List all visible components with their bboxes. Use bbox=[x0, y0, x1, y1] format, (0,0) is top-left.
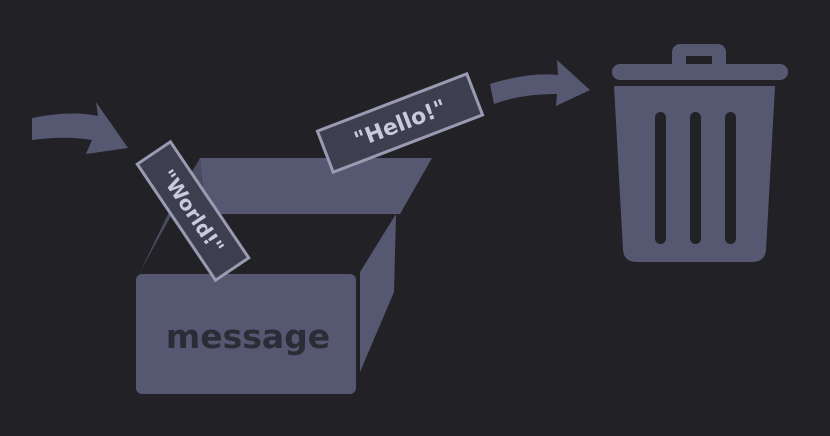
trash-lid bbox=[612, 64, 788, 80]
box-side-panel bbox=[360, 214, 396, 372]
outgoing-arrow-icon bbox=[490, 60, 590, 106]
old-value-label: "Hello!" bbox=[315, 71, 485, 175]
box-interior bbox=[140, 214, 362, 272]
new-value-tag bbox=[135, 139, 251, 283]
box-top-flap bbox=[200, 158, 432, 214]
box-front-panel bbox=[136, 274, 356, 394]
incoming-arrow-icon bbox=[32, 102, 128, 154]
box-label: message bbox=[166, 317, 330, 356]
old-value-tag bbox=[315, 71, 485, 175]
trash-can-icon bbox=[612, 44, 788, 262]
